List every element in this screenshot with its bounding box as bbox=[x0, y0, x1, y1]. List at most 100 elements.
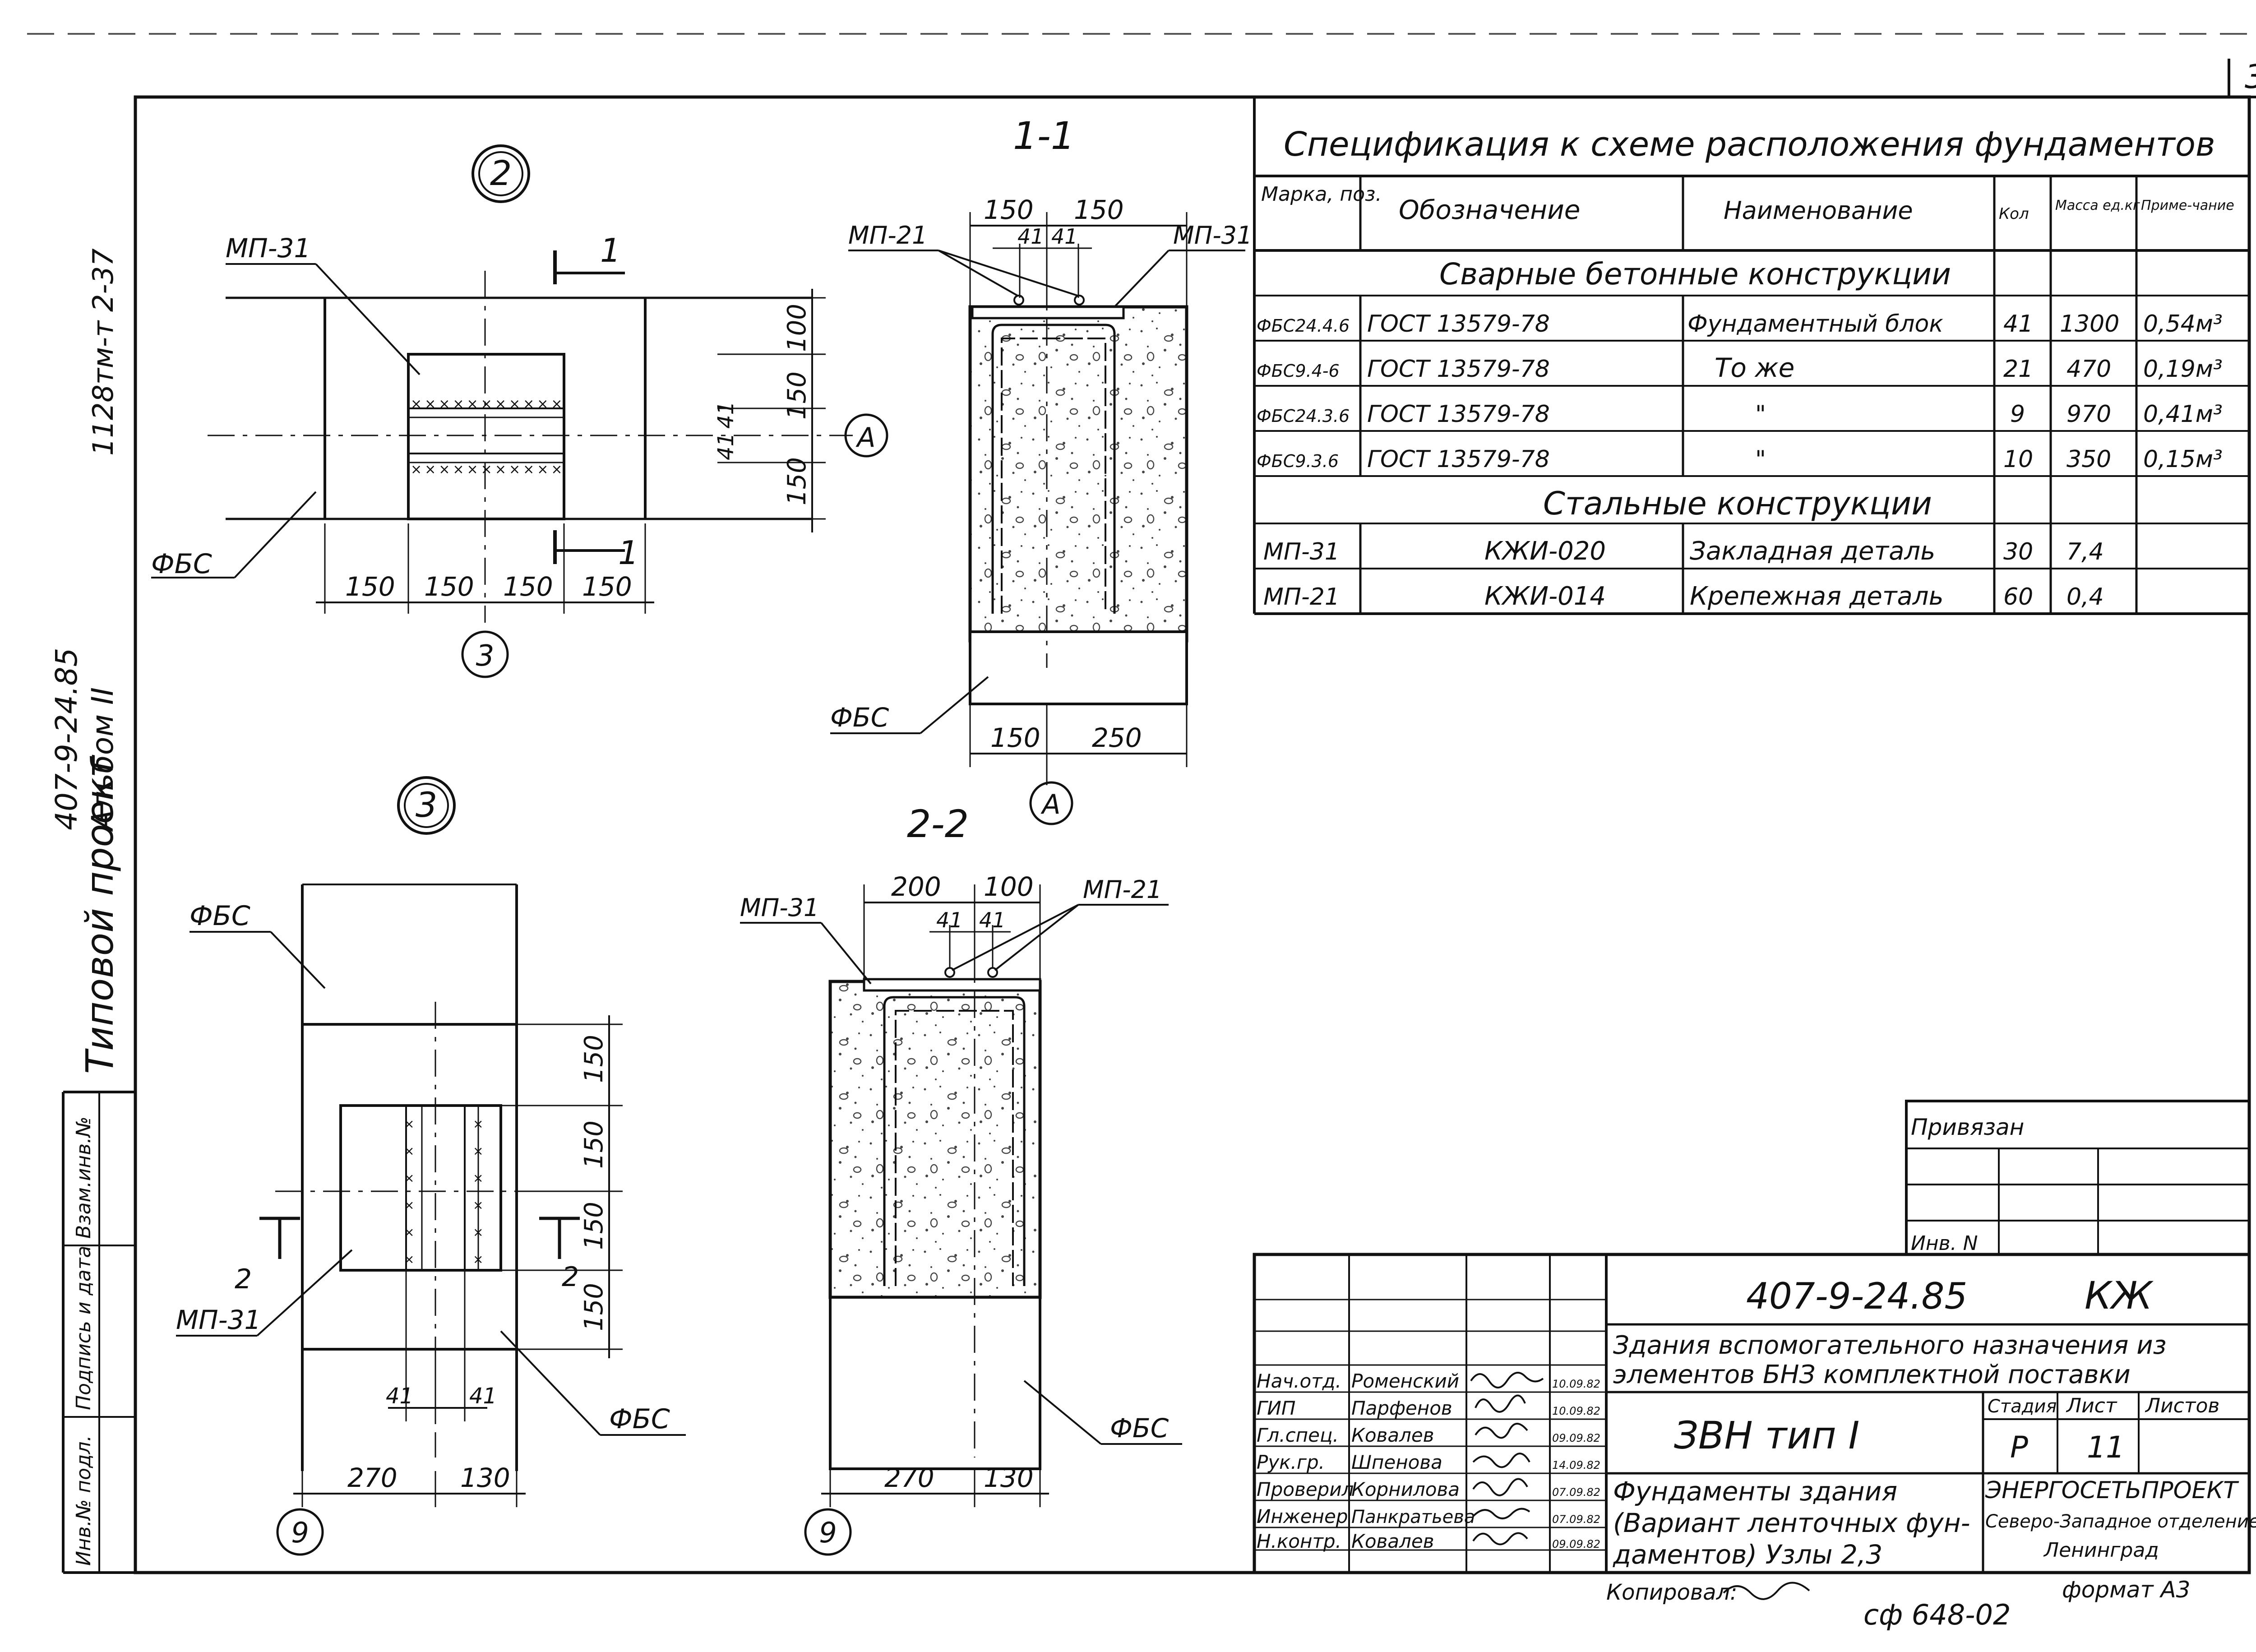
node3-axis-label: 9 bbox=[291, 1516, 309, 1549]
section-1-1-block bbox=[968, 305, 1188, 643]
spec-row4-qty: 10 bbox=[2003, 446, 2033, 473]
tb-org-l1: ЭНЕРГОСЕТЬПРОЕКТ bbox=[1985, 1477, 2239, 1504]
side-cell-inv: Инв.№ подл. bbox=[72, 1435, 95, 1566]
s11-mp21-label: МП-21 bbox=[848, 221, 927, 250]
node-2-view: 2 ××××××××××× ××××××××××× 1 1 МП-31 ФБС … bbox=[151, 144, 888, 678]
copied-by-signature bbox=[1723, 1582, 1810, 1600]
weld-marks: × bbox=[473, 1171, 483, 1185]
page-number: 30 bbox=[2245, 58, 2256, 96]
signer-role: Гл.спец. bbox=[1257, 1424, 1339, 1446]
signer-date: 14.09.82 bbox=[1552, 1459, 1600, 1472]
s22-dim-t2: 100 bbox=[984, 871, 1034, 902]
signer-name: Парфенов bbox=[1351, 1397, 1452, 1419]
signer-date: 07.09.82 bbox=[1552, 1513, 1600, 1526]
tb-stage-header: Стадия bbox=[1988, 1396, 2057, 1417]
spec-row6-qty: 60 bbox=[2003, 583, 2033, 611]
spec-row6-code: КЖИ-014 bbox=[1484, 582, 1606, 611]
s11-dim-b2: 250 bbox=[1092, 722, 1142, 753]
s22-mp31-label: МП-31 bbox=[740, 893, 819, 922]
spec-row3-mark: ФБС24.3.6 bbox=[1257, 406, 1350, 426]
s11-dim-t2: 150 bbox=[1074, 194, 1124, 225]
node3-dim-m2: 41 bbox=[469, 1384, 497, 1409]
binding-block: Привязан Инв. N bbox=[1905, 1100, 2251, 1256]
node2-dim-r3: 41 bbox=[713, 401, 739, 429]
weld-marks: × bbox=[473, 1143, 483, 1158]
node3-dim-b2: 130 bbox=[460, 1462, 510, 1493]
s22-dim-t3: 41 bbox=[936, 908, 963, 932]
side-album: Альбом II bbox=[85, 687, 120, 832]
weld-marks: ××××××××××× bbox=[411, 462, 565, 477]
node2-mp31-label: МП-31 bbox=[226, 233, 310, 264]
spec-row3-name: " bbox=[1755, 401, 1766, 428]
axis-a-marker bbox=[844, 413, 888, 458]
specification-table: Спецификация к схеме расположения фундам… bbox=[1253, 97, 2249, 615]
signature bbox=[1472, 1453, 1530, 1468]
tb-mark: КЖ bbox=[2085, 1273, 2154, 1318]
section-1-1-view: 1-1 150 150 41 41 МП-21 МП-31 bbox=[830, 114, 1252, 825]
s11-dim-t4: 41 bbox=[1051, 224, 1078, 249]
section-2-2-view: 2-2 200 100 41 41 МП-31 МП-21 270 130 ФБ bbox=[740, 802, 1182, 1556]
s22-dim-b2: 130 bbox=[984, 1462, 1034, 1493]
spec-row5-code: КЖИ-020 bbox=[1484, 537, 1606, 566]
signature bbox=[1470, 1372, 1544, 1388]
spec-row5-mass: 7,4 bbox=[2066, 538, 2104, 565]
spec-row2-note: 0,19м³ bbox=[2143, 356, 2223, 383]
s11-axis-label: А bbox=[1040, 789, 1060, 820]
s11-dim-b1: 150 bbox=[990, 722, 1040, 753]
tb-code: 407-9-24.85 bbox=[1746, 1275, 1967, 1317]
side-project-label: Типовой проект bbox=[78, 755, 122, 1074]
node3-fbs-top-label: ФБС bbox=[190, 900, 250, 932]
s22-axis-label: 9 bbox=[819, 1516, 837, 1549]
signer-date: 09.09.82 bbox=[1552, 1432, 1600, 1444]
tb-object: ЗВН тип I bbox=[1674, 1413, 1859, 1458]
spec-row1-name: Фундаментный блок bbox=[1687, 310, 1943, 338]
axis-3-label: 3 bbox=[476, 639, 495, 673]
tb-sheet-name-l3: даментов) Узлы 2,3 bbox=[1613, 1539, 1882, 1570]
spec-row4-name: " bbox=[1755, 446, 1766, 473]
weld-marks: × bbox=[404, 1225, 414, 1240]
tb-sheet: 11 bbox=[2087, 1430, 2125, 1465]
signature bbox=[1472, 1532, 1528, 1546]
s11-axis-marker bbox=[1029, 781, 1073, 825]
spec-row4-mass: 350 bbox=[2066, 446, 2111, 473]
spec-row6-mass: 0,4 bbox=[2066, 583, 2104, 611]
signer-name: Ковалев bbox=[1351, 1530, 1434, 1552]
section-2-2-title: 2-2 bbox=[907, 802, 969, 846]
weld-marks: × bbox=[473, 1198, 483, 1212]
node3-dim-r2: 150 bbox=[579, 1120, 609, 1169]
s22-mp21-label: МП-21 bbox=[1083, 875, 1162, 904]
signature bbox=[1475, 1394, 1526, 1413]
side-stamp-cells: Инв.№ подл. Подпись и дата Взам.инв.№ bbox=[62, 1091, 135, 1574]
tb-stage: Р bbox=[2010, 1430, 2028, 1465]
tb-sheets-header: Листов bbox=[2145, 1394, 2219, 1417]
signer-date: 10.09.82 bbox=[1552, 1378, 1600, 1390]
signer-date: 07.09.82 bbox=[1552, 1486, 1600, 1499]
spec-row5-mark: МП-31 bbox=[1263, 538, 1340, 565]
weld-marks: × bbox=[404, 1143, 414, 1158]
spec-header-mark: Марка, поз. bbox=[1261, 183, 1382, 206]
node3-fbs-right-label: ФБС bbox=[609, 1403, 670, 1435]
spec-header-qty: Кол bbox=[1999, 205, 2029, 223]
tb-building-l2: элементов БНЗ комплектной поставки bbox=[1613, 1360, 2131, 1389]
node2-dim-r1: 100 bbox=[782, 304, 812, 352]
spec-row1-mass: 1300 bbox=[2060, 310, 2119, 338]
weld-marks: × bbox=[404, 1171, 414, 1185]
side-cell-sign: Подпись и дата bbox=[72, 1246, 95, 1410]
node3-dim-r4: 150 bbox=[579, 1283, 609, 1331]
s22-dim-t1: 200 bbox=[891, 871, 941, 902]
spec-row4-code: ГОСТ 13579-78 bbox=[1367, 446, 1550, 473]
spec-row3-mass: 970 bbox=[2066, 401, 2111, 428]
spec-row2-code: ГОСТ 13579-78 bbox=[1367, 356, 1550, 383]
spec-group-welded: Сварные бетонные конструкции bbox=[1439, 257, 1951, 292]
signer-name: Шпенова bbox=[1351, 1451, 1442, 1473]
node3-dim-r3: 150 bbox=[579, 1202, 609, 1250]
side-ref: 1128тм-т 2-37 bbox=[87, 248, 120, 456]
node3-dim-r1: 150 bbox=[579, 1035, 609, 1083]
signer-name: Корнилова bbox=[1351, 1478, 1460, 1500]
spec-row1-mark: ФБС24.4.6 bbox=[1257, 316, 1350, 336]
signer-role: Нач.отд. bbox=[1257, 1370, 1341, 1392]
weld-marks: × bbox=[473, 1225, 483, 1240]
weld-marks: ××××××××××× bbox=[411, 396, 565, 412]
weld-marks: × bbox=[473, 1116, 483, 1131]
weld-marks: × bbox=[473, 1252, 483, 1267]
